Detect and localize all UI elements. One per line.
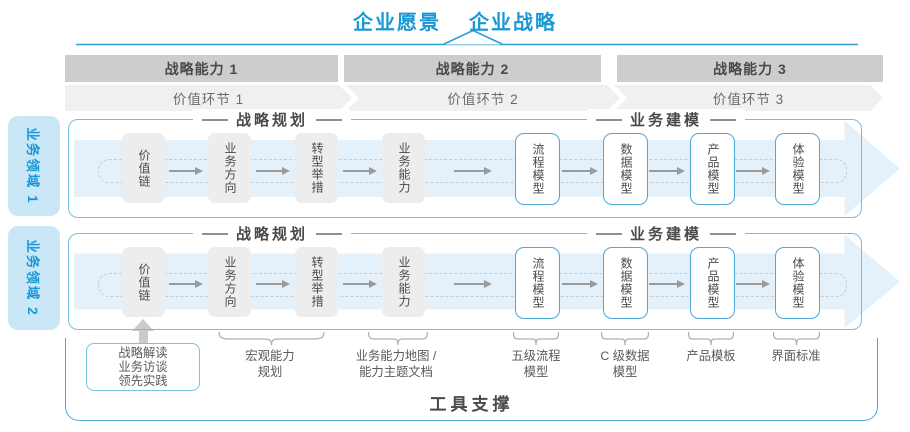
row-header-business-modeling: 业务建模 <box>586 223 746 244</box>
flow-arrow-icon <box>343 279 377 289</box>
domain-label-2: 业务领域 2 <box>8 226 60 330</box>
node-strategy-2: 业务方向 <box>208 133 251 203</box>
value-chain-bar-2: 价值环节 2 <box>346 85 620 111</box>
capability-bar-3: 战略能力 3 <box>617 55 883 82</box>
flow-arrow-icon <box>343 166 377 176</box>
capability-bar-1: 战略能力 1 <box>65 55 338 82</box>
flow-arrow-icon <box>454 279 492 289</box>
node-strategy-2: 业务方向 <box>208 247 251 317</box>
node-model-5: 流程模型 <box>515 247 560 319</box>
tool-support-container: 工具支撑 <box>65 338 878 421</box>
flow-arrow-icon <box>562 279 598 289</box>
flow-arrow-icon <box>649 166 685 176</box>
flow-arrow-icon <box>256 279 290 289</box>
row-header-business-modeling: 业务建模 <box>586 109 746 130</box>
title-strategy: 企业战略 <box>469 12 557 34</box>
node-strategy-3: 转型举措 <box>295 133 338 203</box>
node-strategy-1: 价值链 <box>122 247 165 317</box>
node-strategy-4: 业务能力 <box>382 247 425 317</box>
node-strategy-3: 转型举措 <box>295 247 338 317</box>
flow-arrow-icon <box>256 166 290 176</box>
node-model-8: 体验模型 <box>775 133 820 205</box>
node-model-6: 数据模型 <box>603 133 648 205</box>
business-domain-row-2: 战略规划 业务建模 价值链业务方向 转型举措 业务能力 流程模型数据模型产品模型体验模… <box>68 223 900 330</box>
flow-arrow-icon <box>454 166 492 176</box>
vision-pointer-line <box>76 29 858 46</box>
flow-arrow-icon <box>169 279 203 289</box>
flow-arrow-icon <box>169 166 203 176</box>
value-chain-bar-1: 价值环节 1 <box>65 85 352 111</box>
domain-label-1: 业务领域 1 <box>8 116 60 216</box>
tool-support-label: 工具支撑 <box>429 395 514 414</box>
node-model-8: 体验模型 <box>775 247 820 319</box>
node-strategy-4: 业务能力 <box>382 133 425 203</box>
row-header-strategic-planning: 战略规划 <box>192 223 352 244</box>
flow-arrow-icon <box>736 166 770 176</box>
node-strategy-1: 价值链 <box>122 133 165 203</box>
row-header-strategic-planning: 战略规划 <box>192 109 352 130</box>
value-chain-bar-3: 价值环节 3 <box>614 85 883 111</box>
business-domain-row-1: 战略规划 业务建模 价值链业务方向 转型举措 业务能力 流程模型数据模型产品模型体验模… <box>68 109 900 218</box>
node-model-7: 产品模型 <box>690 133 735 205</box>
dashed-pipeline <box>98 159 847 183</box>
dashed-pipeline <box>98 273 847 297</box>
title-vision: 企业愿景 <box>353 12 441 34</box>
flow-arrow-icon <box>736 279 770 289</box>
flow-arrow-icon <box>649 279 685 289</box>
capability-bar-2: 战略能力 2 <box>344 55 601 82</box>
node-model-5: 流程模型 <box>515 133 560 205</box>
node-model-6: 数据模型 <box>603 247 648 319</box>
flow-arrow-icon <box>562 166 598 176</box>
node-model-7: 产品模型 <box>690 247 735 319</box>
page-title: 企业愿景 企业战略 <box>0 6 910 35</box>
